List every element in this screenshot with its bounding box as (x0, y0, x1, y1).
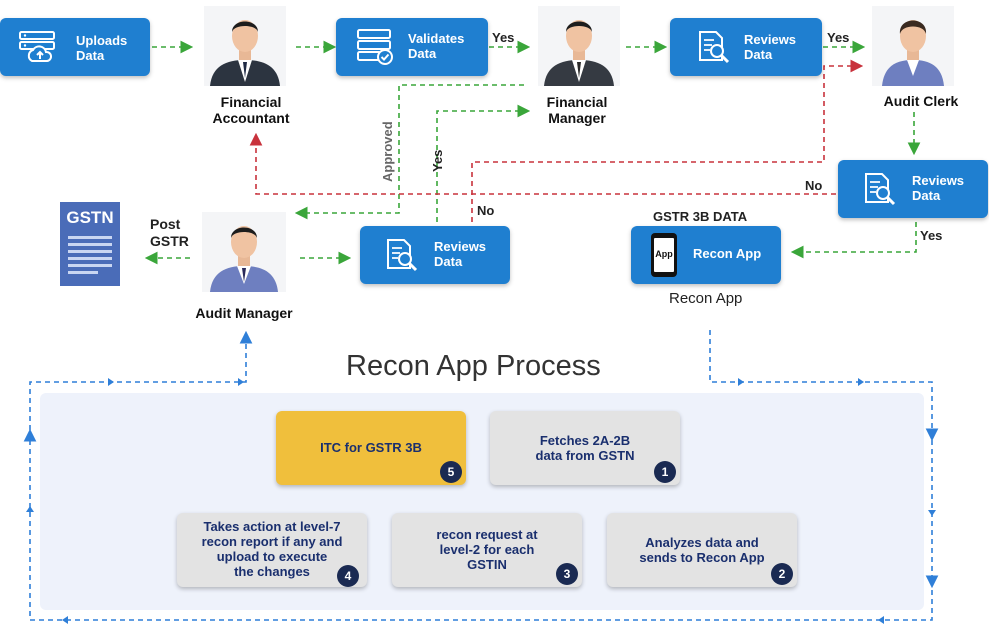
arrow-recon-down (709, 330, 939, 442)
step-3-text: recon request at level-2 for each GSTIN (436, 527, 538, 572)
document-search-icon (387, 239, 418, 272)
avatar-audit-clerk (872, 6, 954, 86)
process-title: Recon App Process (346, 350, 601, 382)
no-label-audit: No (477, 203, 495, 218)
label-audit-clerk: Audit Clerk (883, 93, 959, 109)
step-4-badge: 4 (337, 565, 359, 587)
document-search-icon (865, 173, 896, 206)
avatar-financial-accountant (204, 6, 286, 86)
step-5-card: ITC for GSTR 3B 5 (276, 411, 466, 485)
person-icon (210, 20, 280, 86)
reviews-data-audit-label: Reviews Data (434, 239, 487, 269)
step-3-card: recon request at level-2 for each GSTIN … (392, 513, 582, 587)
person-icon (882, 20, 944, 86)
step-1-card: Fetches 2A-2B data from GSTN 1 (490, 411, 680, 485)
validates-data-label: Validates Data (408, 31, 465, 61)
gstn-document-icon: GSTN (60, 202, 120, 286)
yes-label-reviews: Yes (827, 30, 850, 45)
step-5-badge: 5 (440, 461, 462, 483)
gstn-label: GSTN (66, 208, 114, 227)
box-reviews-data-manager: Reviews Data (670, 18, 822, 76)
arrow-approved-to-audit-manager (294, 84, 524, 220)
yes-label-vertical: Yes (430, 149, 445, 172)
box-reviews-data-audit: Reviews Data (360, 226, 510, 284)
arrow-left-up (29, 330, 253, 430)
arrow-audit-reviews-yes-to-manager (436, 104, 531, 222)
step-2-card: Analyzes data and sends to Recon App 2 (607, 513, 797, 587)
box-recon-app: App Recon App (631, 226, 781, 284)
no-label-clerk: No (805, 178, 823, 193)
recon-app-caption: Recon App (669, 290, 743, 307)
step-3-badge: 3 (556, 563, 578, 585)
step-5-text: ITC for GSTR 3B (320, 440, 422, 455)
arrow-no-to-accountant (249, 132, 836, 195)
avatar-audit-manager (202, 212, 286, 292)
arrow-bottom-loop (23, 428, 933, 621)
app-icon-text: App (655, 249, 673, 259)
step-2-badge: 2 (771, 563, 793, 585)
yes-label-validates: Yes (492, 30, 515, 45)
phone-icon: App (651, 233, 677, 277)
arrow-reviews-yes-to-recon (790, 222, 917, 259)
yes-label-clerk-reviews: Yes (920, 228, 943, 243)
recon-app-box-label: Recon App (693, 246, 762, 261)
post-gstr-label: Post GSTR (150, 216, 189, 249)
server-upload-icon (19, 31, 55, 62)
step-4-card: Takes action at level-7 recon report if … (177, 513, 367, 587)
step-1-badge: 1 (654, 461, 676, 483)
step-4-text: Takes action at level-7 recon report if … (201, 519, 343, 579)
box-validates-data: Validates Data (336, 18, 488, 76)
step-1-text: Fetches 2A-2B data from GSTN (535, 433, 635, 463)
reviews-data-clerk-label: Reviews Data (912, 173, 965, 203)
label-financial-manager: Financial Manager (546, 94, 608, 126)
label-audit-manager: Audit Manager (195, 305, 293, 321)
reviews-data-manager-label: Reviews Data (744, 32, 797, 62)
step-2-text: Analyzes data and sends to Recon App (639, 535, 765, 565)
avatar-financial-manager (538, 6, 620, 86)
approved-label: Approved (380, 121, 395, 182)
label-financial-accountant: Financial Accountant (212, 94, 290, 126)
box-reviews-data-clerk: Reviews Data (838, 160, 988, 218)
box-uploads-data: Uploads Data (0, 18, 150, 76)
person-icon (544, 20, 614, 86)
document-search-icon (699, 31, 730, 64)
uploads-data-label: Uploads Data (76, 33, 128, 63)
arrow-no-to-clerk (471, 59, 864, 222)
server-check-icon (357, 29, 393, 65)
person-icon (210, 226, 278, 292)
gstr3b-data-label: GSTR 3B DATA (653, 209, 748, 224)
